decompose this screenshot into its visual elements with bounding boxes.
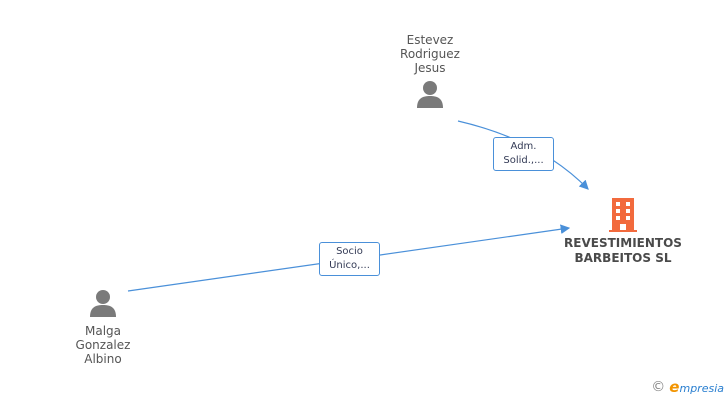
- company-node[interactable]: REVESTIMIENTOS BARBEITOS SL: [556, 198, 690, 266]
- edge-label-socio-unico[interactable]: Socio Único,...: [319, 242, 380, 276]
- edge-label-adm-solid[interactable]: Adm. Solid.,...: [493, 137, 554, 171]
- edge-label-line: Adm.: [510, 141, 537, 152]
- person-node-malga[interactable]: Malga Gonzalez Albino: [58, 288, 148, 366]
- brand-logo-e: e: [669, 378, 680, 396]
- person-name-line: Gonzalez: [75, 338, 131, 352]
- person-icon: [90, 290, 116, 317]
- brand-logo: empresia: [669, 378, 724, 396]
- edge-label-line: Solid.,...: [503, 155, 544, 166]
- brand-watermark: © empresia: [651, 378, 724, 396]
- edge-label-line: Socio: [336, 246, 363, 257]
- person-name-line: Estevez: [406, 33, 454, 47]
- copyright-icon: ©: [651, 379, 666, 395]
- person-name-line: Albino: [84, 352, 122, 366]
- company-name-line: BARBEITOS SL: [574, 251, 672, 265]
- person-icon: [417, 81, 443, 108]
- person-name: Malga Gonzalez Albino: [58, 324, 148, 366]
- person-name-line: Jesus: [414, 61, 446, 75]
- person-name: Estevez Rodriguez Jesus: [385, 33, 475, 75]
- person-name-line: Malga: [84, 324, 121, 338]
- company-name-line: REVESTIMIENTOS: [564, 236, 682, 250]
- person-name-line: Rodriguez: [400, 47, 460, 61]
- edge-label-line: Único,...: [329, 260, 370, 271]
- person-node-estevez[interactable]: Estevez Rodriguez Jesus: [385, 33, 475, 109]
- brand-logo-text: mpresia: [679, 382, 724, 395]
- building-icon: [609, 198, 637, 232]
